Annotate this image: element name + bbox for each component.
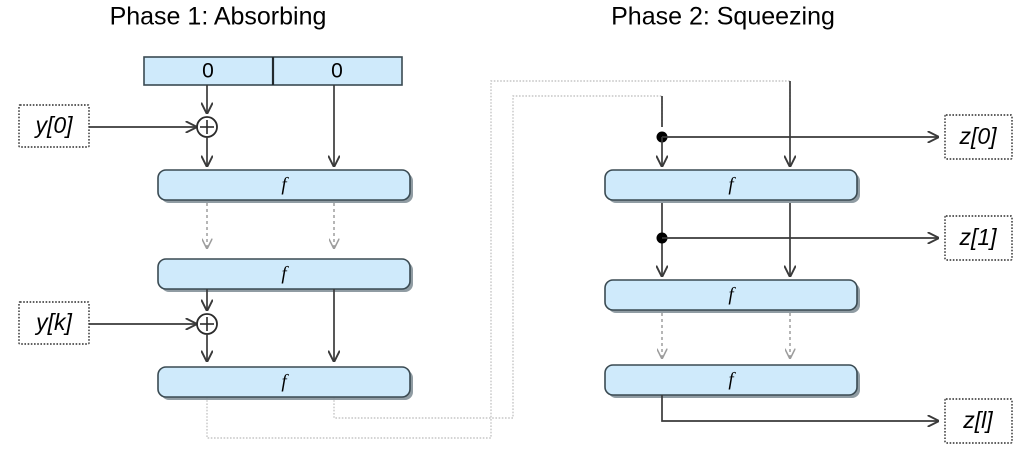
output-z0-label: z[0] bbox=[958, 123, 997, 149]
squeeze-f-block-2-label: f bbox=[728, 284, 736, 305]
absorb-f-block-3-label: f bbox=[281, 371, 289, 392]
output-z1-label: z[1] bbox=[958, 224, 997, 250]
input-y0-box[interactable] bbox=[18, 104, 90, 148]
absorb-f-block-2 bbox=[157, 258, 411, 290]
output-zl-box[interactable] bbox=[944, 398, 1013, 444]
input-yk-box[interactable] bbox=[18, 301, 90, 345]
absorb-f-block-2-label: f bbox=[281, 263, 289, 284]
output-z1-box[interactable] bbox=[944, 215, 1013, 261]
state-cell-rate: 0 bbox=[202, 60, 214, 83]
state-cell-capacity: 0 bbox=[331, 60, 343, 83]
output-zl-label: z[l] bbox=[962, 407, 993, 433]
squeeze-f-block-3 bbox=[604, 364, 858, 396]
input-yk-label: y[k] bbox=[34, 309, 72, 335]
absorb-f-block-3 bbox=[157, 366, 411, 398]
absorb-f-block-1-label: f bbox=[281, 174, 289, 195]
squeeze-f-block-3-label: f bbox=[728, 369, 736, 390]
input-y0-label: y[0] bbox=[33, 112, 73, 138]
squeeze-f-block-1-label: f bbox=[728, 174, 736, 195]
squeeze-f-block-2 bbox=[604, 279, 858, 311]
absorb-f-block-1 bbox=[157, 169, 411, 201]
squeeze-f-block-1 bbox=[604, 169, 858, 201]
output-z0-box[interactable] bbox=[944, 114, 1013, 160]
phase-2-title: Phase 2: Squeezing bbox=[611, 3, 835, 31]
wire-squeeze-f3-to-zl bbox=[661, 395, 938, 421]
phase-1-title: Phase 1: Absorbing bbox=[110, 3, 327, 31]
